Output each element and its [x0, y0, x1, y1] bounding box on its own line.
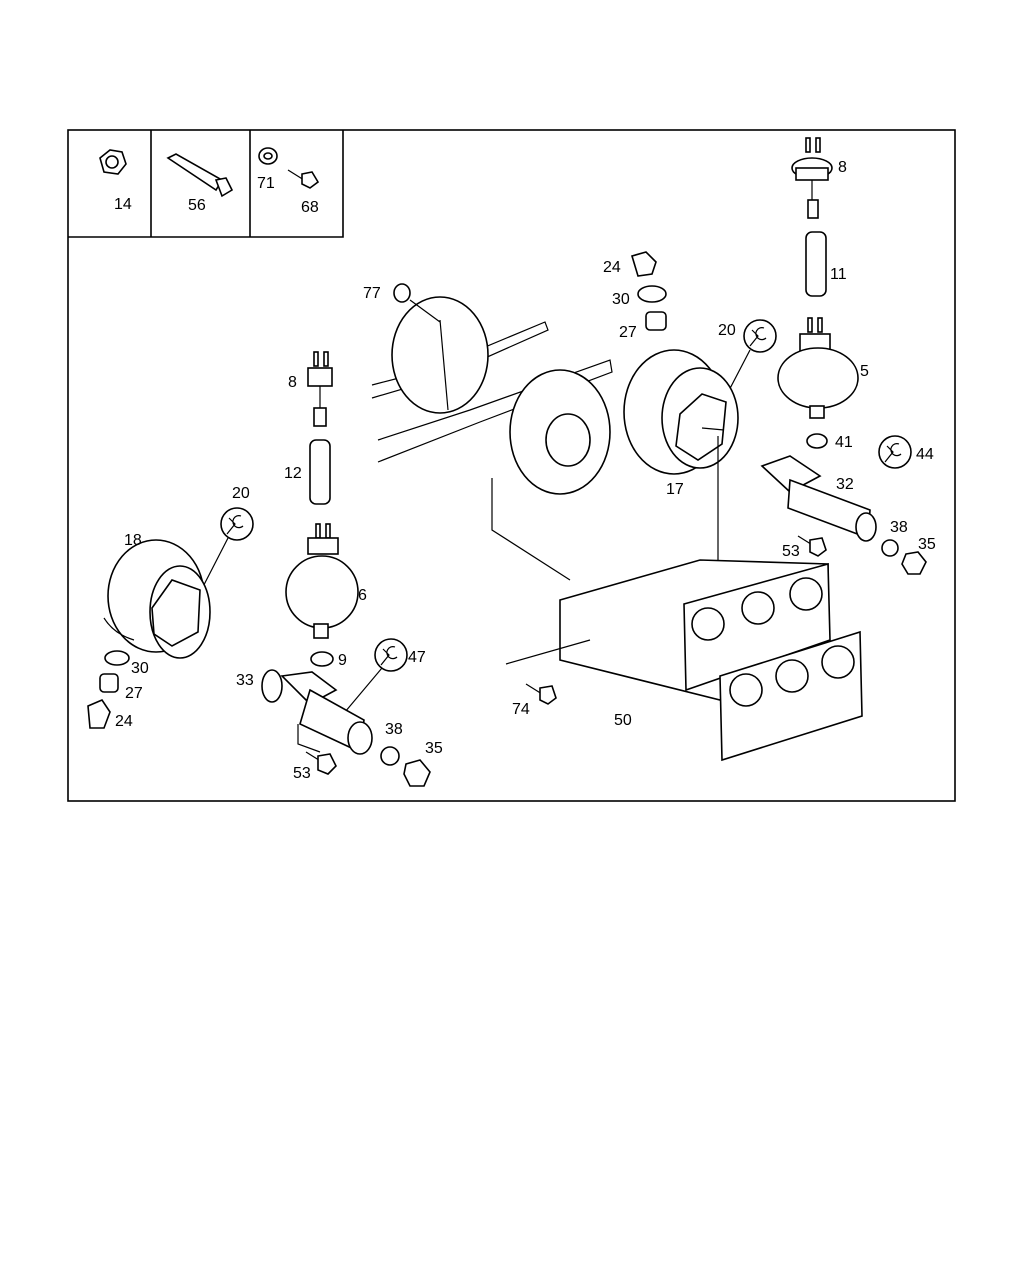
callout-71: 71	[257, 175, 275, 192]
plug-27-left-drawing	[99, 673, 119, 693]
fitting-24-top-drawing	[631, 251, 657, 277]
callout-38-bottom: 38	[385, 721, 403, 738]
sleeve-12-drawing	[309, 439, 331, 505]
callout-68: 68	[301, 199, 319, 216]
tube-56-drawing	[166, 153, 234, 198]
ring-41-drawing	[806, 433, 828, 449]
callout-50: 50	[614, 712, 632, 729]
callout-8-left: 8	[288, 374, 297, 391]
callout-74: 74	[512, 701, 530, 718]
callout-17: 17	[666, 481, 684, 498]
callout-5: 5	[860, 363, 869, 380]
ring-30-left-drawing	[104, 650, 130, 666]
callout-35-bottom: 35	[425, 740, 443, 757]
fitting-24-left-drawing	[87, 699, 111, 729]
callout-47: 47	[408, 649, 426, 666]
callout-53-top: 53	[782, 543, 800, 560]
ring-9-drawing	[310, 651, 334, 667]
sensor-8-left-drawing	[307, 351, 333, 427]
callout-24-top: 24	[603, 259, 621, 276]
callout-38-top: 38	[890, 519, 908, 536]
wrench-47-icon	[374, 638, 408, 672]
inset-panel	[68, 130, 344, 238]
callout-9: 9	[338, 652, 347, 669]
cylinder-32-drawing	[760, 455, 877, 542]
wrench-20-left-icon	[220, 507, 254, 541]
washer-38-bottom-drawing	[380, 746, 400, 766]
bracket-50-drawing	[505, 559, 863, 762]
nut-77-drawing	[393, 283, 441, 323]
callout-20-top: 20	[718, 322, 736, 339]
washer-38-top-drawing	[881, 539, 899, 557]
callout-77: 77	[363, 285, 381, 302]
nut-14-drawing	[99, 149, 127, 175]
accumulator-5-drawing	[777, 317, 859, 419]
bolt-74-drawing	[525, 683, 557, 705]
callout-18: 18	[124, 532, 142, 549]
chamber-18-drawing	[103, 539, 211, 659]
callout-56: 56	[188, 197, 206, 214]
callout-12: 12	[284, 465, 302, 482]
callout-35-top: 35	[918, 536, 936, 553]
chamber-17-drawing	[623, 349, 739, 590]
callout-44: 44	[916, 446, 934, 463]
chassis-frame-drawing	[371, 296, 613, 581]
callout-6: 6	[358, 587, 367, 604]
cylinder-33-drawing	[261, 669, 373, 755]
bolt-68-drawing	[287, 169, 320, 189]
sensor-8-top-drawing	[791, 137, 833, 219]
callout-27-left: 27	[125, 685, 143, 702]
plug-27-top-drawing	[645, 311, 667, 331]
nut-35-top-drawing	[901, 551, 927, 575]
callout-30-left: 30	[131, 660, 149, 677]
callout-20-left: 20	[232, 485, 250, 502]
wrench-20-top-icon	[743, 319, 777, 353]
callout-33: 33	[236, 672, 254, 689]
callout-41: 41	[835, 434, 853, 451]
diagram-frame	[67, 129, 956, 802]
callout-30-top: 30	[612, 291, 630, 308]
bolt-53-top-drawing	[797, 535, 827, 557]
callout-53-bottom: 53	[293, 765, 311, 782]
ring-30-top-drawing	[637, 285, 667, 303]
callout-24-left: 24	[115, 713, 133, 730]
sleeve-11-drawing	[805, 231, 827, 297]
callout-8-top: 8	[838, 159, 847, 176]
callout-14: 14	[114, 196, 132, 213]
bolt-53-bottom-drawing	[305, 751, 337, 775]
nut-35-bottom-drawing	[403, 759, 431, 787]
ring-71-drawing	[258, 147, 278, 165]
accumulator-6-drawing	[285, 523, 359, 639]
wrench-44-icon	[878, 435, 912, 469]
callout-27-top: 27	[619, 324, 637, 341]
callout-32: 32	[836, 476, 854, 493]
callout-11: 11	[830, 266, 847, 283]
